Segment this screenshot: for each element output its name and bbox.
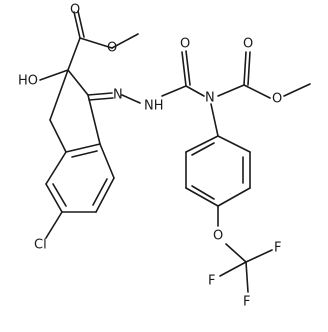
bond xyxy=(77,10,85,38)
bond xyxy=(65,143,101,153)
bond xyxy=(39,69,69,81)
atom-label-ho: HO xyxy=(18,74,38,89)
bond xyxy=(67,37,81,71)
bond xyxy=(181,51,187,87)
bond xyxy=(191,142,215,156)
bond xyxy=(49,119,67,153)
bond xyxy=(87,94,101,145)
bond xyxy=(79,37,113,49)
atom-label-n: N xyxy=(113,88,123,103)
bond xyxy=(217,84,245,97)
bond xyxy=(185,85,205,97)
bond xyxy=(49,69,69,121)
bond xyxy=(73,11,81,39)
bond xyxy=(121,94,141,104)
bond xyxy=(52,183,67,207)
bond xyxy=(45,151,67,185)
bond xyxy=(99,143,115,179)
atom-label-n: N xyxy=(205,91,215,106)
bond xyxy=(219,261,247,277)
bond xyxy=(71,150,98,158)
bond xyxy=(88,97,114,101)
atom-label-o: O xyxy=(243,37,253,52)
bond xyxy=(247,51,251,86)
atom-label-nh: NH xyxy=(144,99,164,114)
bond xyxy=(210,103,219,137)
bond xyxy=(245,249,273,263)
bond xyxy=(95,177,115,213)
bond xyxy=(185,135,219,153)
bond xyxy=(45,211,63,239)
bond xyxy=(45,183,63,213)
bond xyxy=(87,92,113,96)
atom-label-f: F xyxy=(243,295,250,310)
atom-label-o: O xyxy=(107,41,117,56)
atom-label-f: F xyxy=(274,241,281,256)
bond xyxy=(67,69,89,96)
bond xyxy=(161,85,187,97)
atom-label-cl: Cl xyxy=(34,238,47,253)
atom-label-o: O xyxy=(70,3,80,18)
bond xyxy=(243,51,247,86)
bond xyxy=(283,83,311,97)
bond xyxy=(225,243,247,263)
atom-label-o: O xyxy=(272,92,282,107)
bond xyxy=(185,50,191,86)
bond xyxy=(111,33,139,49)
bond xyxy=(243,84,271,99)
bond xyxy=(185,187,219,207)
atom-label-o: O xyxy=(213,229,223,244)
bond xyxy=(217,135,251,153)
atom-label-o: O xyxy=(180,37,190,52)
bond xyxy=(245,261,249,293)
bond xyxy=(217,187,251,207)
atom-label-f: F xyxy=(208,274,215,289)
bond xyxy=(92,178,108,206)
bond xyxy=(191,185,215,200)
